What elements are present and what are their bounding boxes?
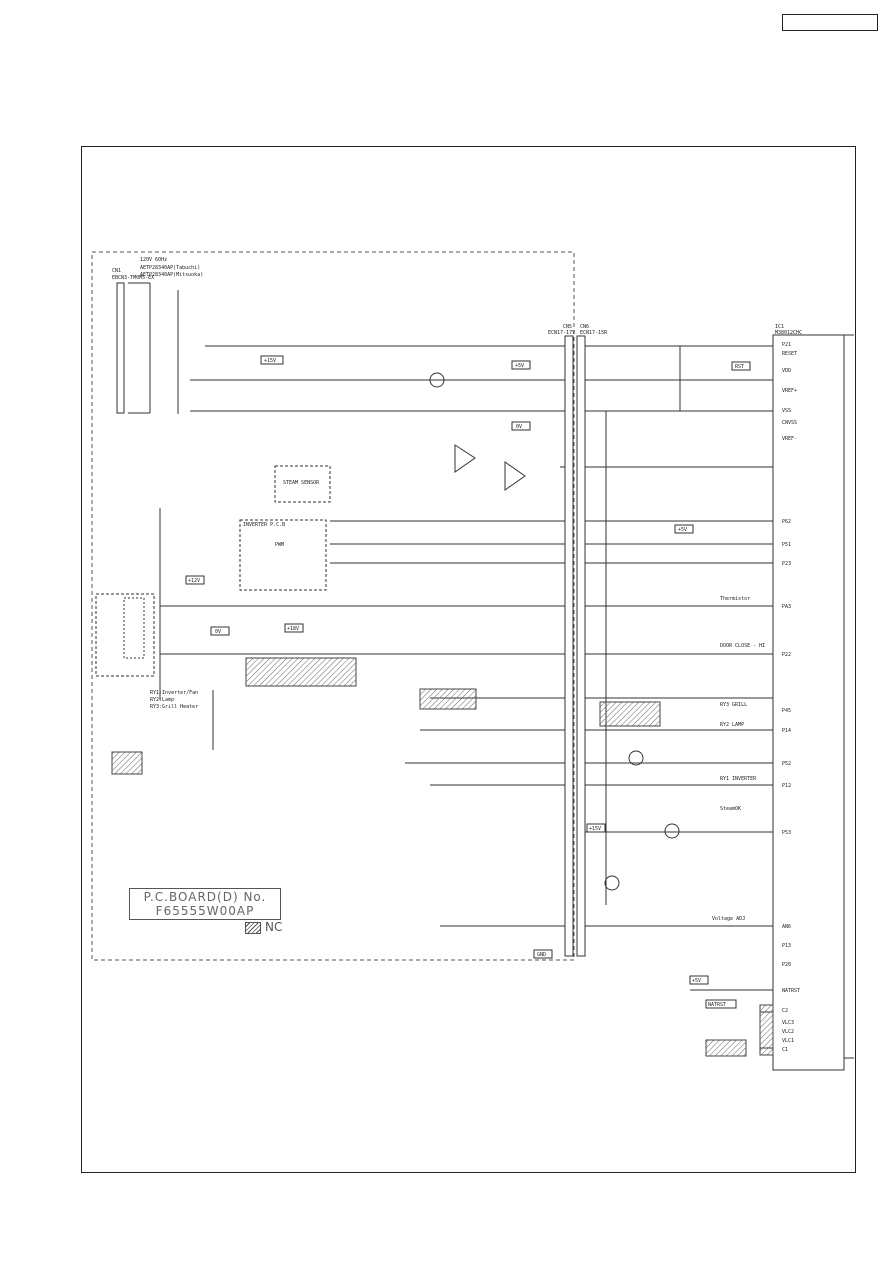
pin-cnvss: CNVSS bbox=[782, 420, 797, 426]
power-tag: GND bbox=[537, 952, 546, 958]
pcb-board-title: P.C.BOARD(D) No. bbox=[143, 890, 267, 904]
pin-vlc2: VLC2 bbox=[782, 1029, 794, 1035]
cn6-label: CN6 bbox=[580, 324, 589, 330]
pin-p21: P21 bbox=[782, 342, 791, 348]
nc-hatch-swatch bbox=[245, 922, 261, 934]
pin-p62: P62 bbox=[782, 519, 791, 525]
pin-pa3: PA3 bbox=[782, 604, 791, 610]
transformer-part-2: AETP28340AP(Mitsuoka) bbox=[140, 272, 203, 278]
cn6-part: ECN17-15R bbox=[580, 330, 608, 336]
power-tag: +5V bbox=[692, 978, 701, 984]
power-tag: +18V bbox=[287, 626, 299, 632]
power-tag: 0V bbox=[516, 424, 522, 430]
cn1-label: CN1 bbox=[112, 268, 121, 274]
power-tag: +5V bbox=[515, 363, 524, 369]
cn5-part: ECN17-17V bbox=[548, 330, 575, 336]
pin-c2: C2 bbox=[782, 1008, 788, 1014]
cn5-label: CN5 bbox=[563, 324, 572, 330]
net-ry2-lamp: RY2 LAMP bbox=[720, 722, 744, 728]
power-tag: +15V bbox=[264, 358, 276, 364]
pin-vlc3: VLC3 bbox=[782, 1020, 794, 1026]
power-tag: +15V bbox=[589, 826, 601, 832]
cn1-part: EBCN3-TM0M5-EX bbox=[112, 275, 154, 281]
schematic-frame bbox=[81, 146, 856, 1173]
transformer-part-1: AETP28340AP(Tabuchi) bbox=[140, 265, 200, 271]
relay-legend-2: RY2:Lamp bbox=[150, 697, 174, 703]
nc-legend-label: NC bbox=[265, 920, 283, 934]
net-ry1-inverter: RY1 INVERTER bbox=[720, 776, 757, 782]
page-number-box bbox=[782, 14, 878, 31]
power-tag: +12V bbox=[188, 578, 200, 584]
ic1-label: IC1 bbox=[775, 324, 784, 330]
pin-p22: P22 bbox=[782, 652, 791, 658]
pin-c1: C1 bbox=[782, 1047, 788, 1053]
power-tag: RST bbox=[735, 364, 744, 370]
pcb-board-number: F65555W00AP bbox=[155, 904, 255, 918]
net-voltage-adj: Voltage ADJ bbox=[712, 916, 745, 922]
pin-p52: P52 bbox=[782, 761, 791, 767]
pin-p23: P23 bbox=[782, 561, 791, 567]
pin-p45: P45 bbox=[782, 708, 791, 714]
net-pwm: PWM bbox=[275, 542, 284, 548]
net-door-close: DOOR CLOSE - HI bbox=[720, 643, 765, 649]
net-thermistor: Thermistor bbox=[720, 596, 750, 602]
supply-title: 120V 60Hz bbox=[140, 257, 167, 263]
pin-p13: P13 bbox=[782, 943, 791, 949]
pin-natrst: NATRST bbox=[782, 988, 800, 994]
relay-legend-1: RY1:Inverter/Fan bbox=[150, 690, 198, 696]
power-tag: 0V bbox=[215, 629, 221, 635]
pcb-board-label: P.C.BOARD(D) No. F65555W00AP bbox=[129, 888, 281, 920]
pin-p12: P12 bbox=[782, 783, 791, 789]
power-tag: NATRST bbox=[708, 1002, 726, 1008]
pin-vref-plus: VREF+ bbox=[782, 388, 797, 394]
pin-vlc1: VLC1 bbox=[782, 1038, 794, 1044]
inverter-title: INVERTER P.C.B bbox=[243, 522, 285, 528]
relay-legend-3: RY3:Grill Heater bbox=[150, 704, 198, 710]
pin-p20: P20 bbox=[782, 962, 791, 968]
steam-sensor-label: STEAM SENSOR bbox=[283, 480, 320, 486]
ic1-part: M38012CHC bbox=[775, 330, 802, 336]
pin-vss: VSS bbox=[782, 408, 791, 414]
net-steam-ok: SteamOK bbox=[720, 806, 741, 812]
pin-vref-minus: VREF- bbox=[782, 436, 797, 442]
pin-vdd: VDD bbox=[782, 368, 791, 374]
power-tags: +15V +5V 0V +12V 0V +5V +18V +15V GND RS… bbox=[185, 355, 751, 1009]
pin-p53: P53 bbox=[782, 830, 791, 836]
pin-an6: AN6 bbox=[782, 924, 791, 930]
pin-p14: P14 bbox=[782, 728, 791, 734]
pin-reset: RESET bbox=[782, 351, 797, 357]
pin-p51: P51 bbox=[782, 542, 791, 548]
net-ry3-grill: RY3 GRILL bbox=[720, 702, 747, 708]
power-tag: +5V bbox=[678, 527, 687, 533]
